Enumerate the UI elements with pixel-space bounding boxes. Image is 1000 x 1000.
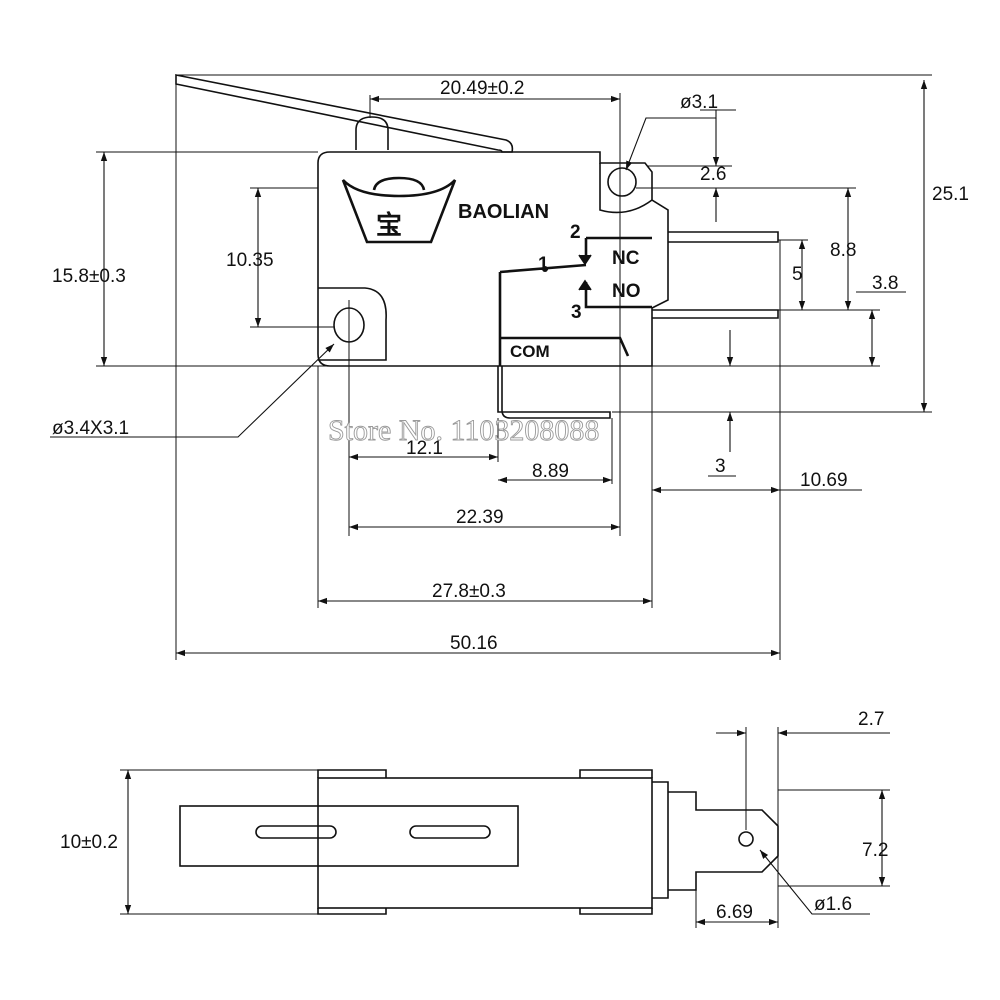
dim-overall-height: 25.1 (932, 184, 969, 205)
left-mount-boss (318, 287, 387, 361)
extension-lines (96, 74, 932, 660)
dim-hole-offset: 2.6 (700, 164, 726, 185)
dim-terminal-length: 10.69 (800, 470, 848, 491)
dim-overall-length: 50.16 (450, 633, 498, 654)
dim-hole-spacing: 22.39 (456, 507, 504, 528)
dim-body-length: 27.8±0.3 (432, 581, 506, 602)
side-lever (179, 805, 519, 867)
side-dimension-labels: 10±0.2 2.7 7.2 6.69 ø1.6 (60, 709, 888, 923)
brand-text: BAOLIAN (458, 201, 549, 223)
dim-no-to-bottom: 3.8 (872, 273, 898, 294)
dim-pin-spacing: 20.49±0.2 (440, 78, 524, 99)
right-mount-boss (599, 163, 653, 214)
brand-logo: 宝 (341, 176, 457, 244)
switch-body (317, 151, 669, 367)
side-terminal-hole (738, 831, 754, 847)
com-terminal (497, 366, 611, 419)
dim-hole-to-com: 12.1 (406, 438, 443, 459)
dim-hole-diameter: ø3.1 (680, 92, 718, 113)
terminal-2-label: 2 (570, 222, 581, 243)
dim-terminal-width: 7.2 (862, 840, 888, 861)
terminal-1-label: 1 (538, 254, 549, 275)
dim-mount-hole: ø3.4X3.1 (52, 418, 129, 439)
no-terminal (652, 309, 779, 319)
dim-terminal-hole: ø1.6 (814, 894, 852, 915)
front-view: 宝 BAOLIAN 2 1 3 NC NO COM (175, 74, 779, 419)
dim-body-thickness: 10±0.2 (60, 832, 118, 853)
dim-body-height: 15.8±0.3 (52, 266, 126, 287)
nc-label: NC (612, 248, 640, 269)
dim-com-drop: 3 (715, 456, 726, 477)
side-extension-lines (120, 727, 890, 928)
dim-nc-to-no: 5 (792, 264, 803, 285)
dim-side-terminal-length: 6.69 (716, 902, 753, 923)
slot-left (255, 825, 337, 839)
right-mount-hole (607, 167, 637, 197)
dim-terminal-offset: 2.7 (858, 709, 884, 730)
dim-hole-height: 10.35 (226, 250, 274, 271)
nc-terminal (668, 231, 779, 243)
terminal-3-label: 3 (571, 302, 582, 323)
dim-com-to-nc: 8.89 (532, 461, 569, 482)
logo-glyph: 宝 (376, 210, 402, 240)
slot-right (409, 825, 491, 839)
store-watermark: Store No. 1103208088 (328, 414, 599, 447)
dimension-lines (50, 80, 928, 657)
com-label: COM (510, 342, 550, 361)
side-bottom-flange (317, 908, 653, 915)
no-label: NO (612, 281, 641, 302)
dim-nc-to-bottom: 8.8 (830, 240, 856, 261)
dimension-labels: 20.49±0.2 ø3.1 2.6 25.1 15.8±0.3 10.35 8… (52, 78, 969, 654)
side-body (317, 777, 653, 909)
side-dimension-lines (124, 729, 890, 926)
side-terminal (668, 791, 779, 891)
plunger-button (355, 116, 389, 150)
side-view (179, 769, 779, 915)
side-step (652, 781, 669, 899)
side-top-flange (317, 769, 653, 778)
